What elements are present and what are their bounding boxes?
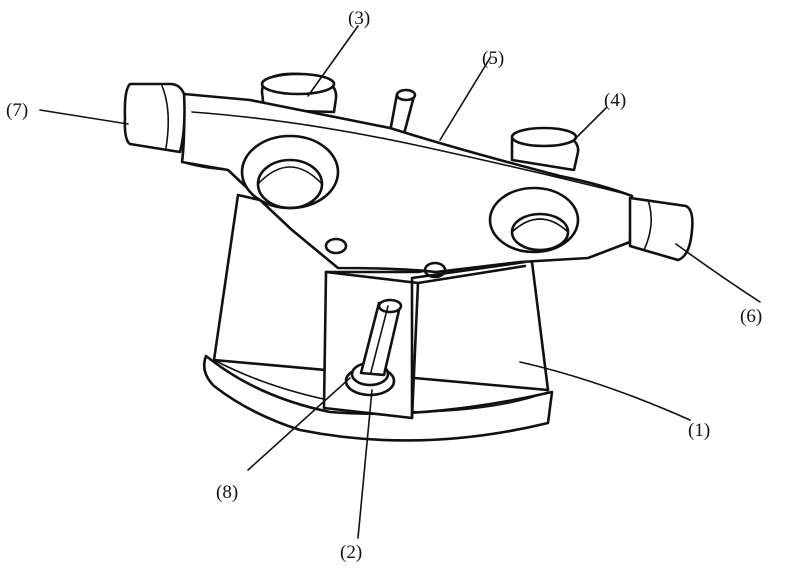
right-arm-end [628, 196, 694, 262]
label-6: (6) [740, 306, 762, 327]
leader-lines [39, 25, 761, 539]
hub-and-post [344, 298, 403, 397]
label-2: (2) [340, 542, 362, 563]
label-5: (5) [482, 48, 504, 69]
label-3: (3) [348, 8, 370, 29]
part-labels: (7) (3) (5) (4) (6) (1) (8) (2) [6, 8, 762, 563]
label-4: (4) [604, 90, 626, 111]
label-7: (7) [6, 100, 28, 121]
left-arm-end [123, 82, 186, 154]
label-1: (1) [688, 420, 710, 441]
left-boss [240, 134, 340, 210]
right-boss [488, 186, 580, 254]
label-8: (8) [216, 482, 238, 503]
